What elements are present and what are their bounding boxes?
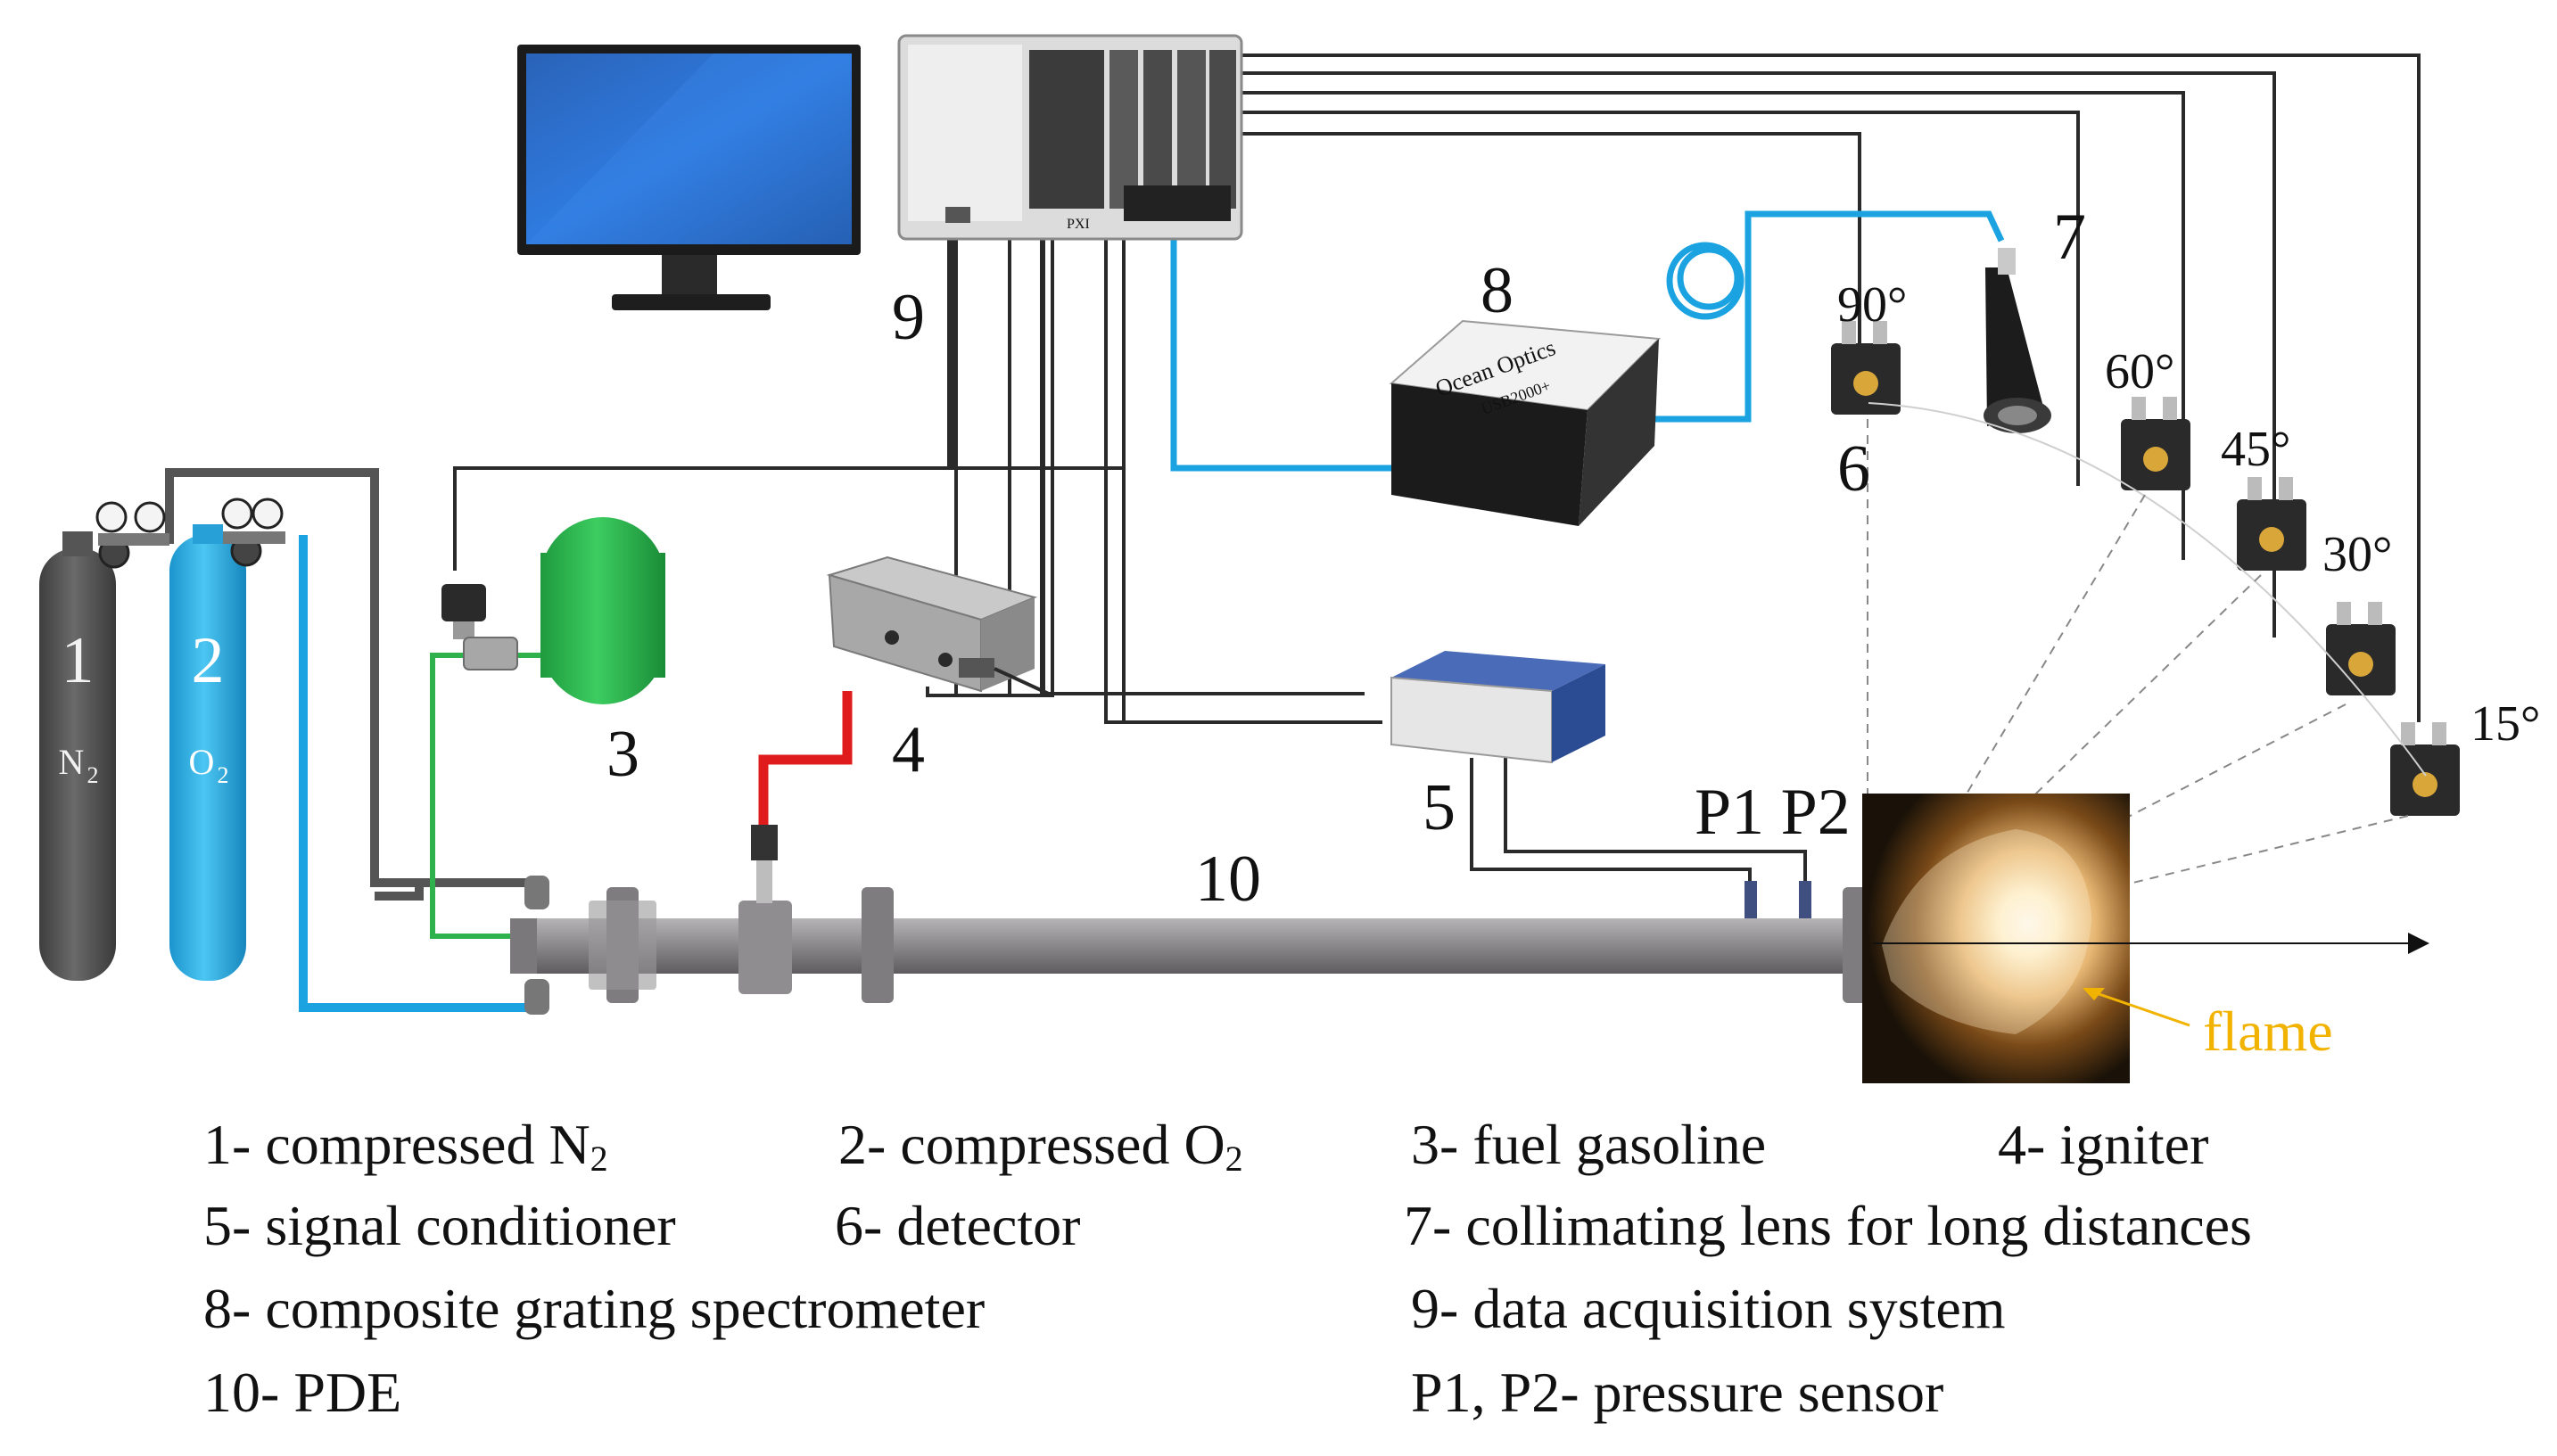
cylinder-2-gas: O	[189, 742, 215, 782]
detector-90	[1831, 321, 1901, 415]
spectrometer: Ocean Optics USB2000+	[1389, 319, 1662, 526]
igniter-line	[758, 691, 853, 829]
daq-to-igniter-cable	[954, 234, 1054, 697]
pde-tube	[510, 876, 1869, 1015]
flame-label: flame	[2203, 999, 2333, 1063]
n2-cylinder: 1 N 2	[39, 501, 169, 981]
label-3: 3	[606, 718, 639, 791]
cylinder-1-gas-sub: 2	[87, 762, 99, 788]
collimating-lens	[1984, 248, 2051, 433]
monitor	[517, 45, 861, 310]
label-5: 5	[1423, 771, 1456, 844]
label-4: 4	[892, 713, 925, 786]
conditioner-to-pressure-cables	[1470, 758, 1807, 883]
angle-60: 60°	[2105, 344, 2174, 399]
label-6: 6	[1837, 432, 1870, 506]
cylinder-2-gas-sub: 2	[218, 762, 229, 788]
fuel-tank	[540, 517, 665, 704]
label-10: 10	[1195, 843, 1261, 916]
signal-conditioner	[1390, 651, 1605, 764]
n2-gas-line	[165, 468, 526, 901]
o2-gas-line	[299, 535, 531, 1012]
detector-60	[2121, 397, 2190, 490]
angle-15: 15°	[2470, 696, 2540, 752]
label-p1-p2: P1 P2	[1695, 776, 1851, 849]
detector-45	[2237, 477, 2306, 571]
cylinder-1-gas: N	[59, 742, 85, 782]
pressure-sensors	[1745, 881, 1811, 918]
angle-90: 90°	[1837, 277, 1907, 333]
daq-to-valve-cable	[453, 234, 958, 571]
solenoid-valve	[441, 584, 518, 670]
angle-30: 30°	[2322, 527, 2392, 582]
component-labels: 9 8 7 6 3 4 5 10 P1 P2 90° 60° 45° 30° 1…	[606, 201, 2540, 1063]
label-9: 9	[892, 281, 925, 354]
flame-image	[1862, 794, 2130, 1083]
label-8: 8	[1481, 254, 1514, 327]
igniter-box	[826, 555, 1053, 697]
daq-chassis: PXI	[897, 34, 1243, 241]
cylinder-2-number: 2	[192, 624, 225, 697]
cylinder-1-number: 1	[62, 624, 95, 697]
angle-45: 45°	[2221, 422, 2290, 477]
optical-fiber	[1170, 210, 2005, 472]
daq-front-label: PXI	[1067, 217, 1090, 232]
detector-30	[2326, 602, 2396, 695]
igniter-plug	[751, 825, 778, 903]
flame-pointer	[2083, 988, 2190, 1027]
o2-cylinder: 2 O 2	[169, 498, 285, 981]
detector-arc	[1868, 402, 2427, 777]
detector-15	[2390, 722, 2460, 816]
label-7: 7	[2053, 201, 2086, 274]
